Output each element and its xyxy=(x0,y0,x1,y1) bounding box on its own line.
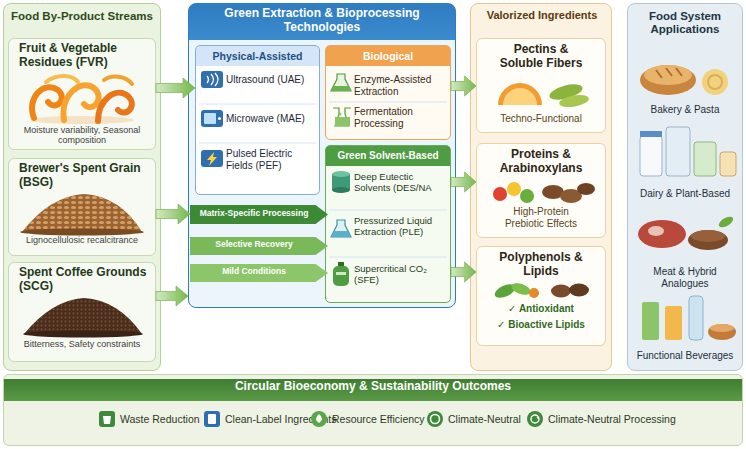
arrow-band-fill xyxy=(190,237,328,255)
column-panel: Circular Bioeconomy & Sustainability Out… xyxy=(3,374,743,446)
node-text: Climate-Neutral Processing xyxy=(548,413,708,425)
node-title: Fruit & Vegetable Residues (FVR) xyxy=(19,42,149,70)
node-text: Dairy & Plant-Based xyxy=(632,188,738,200)
node-text: ✓ Antioxidant xyxy=(481,303,601,315)
node-text: Microwave (MAE) xyxy=(226,113,316,125)
node-text: Moisture variability, Seasonal compositi… xyxy=(14,125,150,146)
node-title: Mild Conditions xyxy=(193,267,315,277)
node-text: Pulsed Electric Fields (PEF) xyxy=(226,148,316,171)
node-title: Biological xyxy=(328,50,448,62)
column-panel: Green Extraction & Bioprocessing Technol… xyxy=(188,3,456,308)
node-text: Clean-Label Ingredients xyxy=(225,413,335,425)
node-text: Bitterness, Safety constraints xyxy=(12,339,152,349)
node-title: Valorized Ingredients xyxy=(475,9,609,22)
arrow-band-fill xyxy=(190,205,328,224)
node-text: Fermentation Processing xyxy=(354,106,448,129)
node-text: Deep Eutectic Solvents (DES/NA xyxy=(354,172,448,194)
category-box: Physical-AssistedUltrasound (UAE) Microwa… xyxy=(195,45,320,195)
category-box: Green Solvent-BasedDeep Eutectic Solvent… xyxy=(325,145,451,303)
category-box: Brewer's Spent Grain (BSG) Lignocellulosi… xyxy=(8,158,156,256)
node-text: High-Protein Prebiotic Effects xyxy=(496,206,586,229)
node-title: Matrix-Specific Processing xyxy=(193,209,315,219)
category-box: Spent Coffee Grounds (SCG) Bitterness, Sa… xyxy=(8,262,156,362)
node-title: Food By-Product Streams xyxy=(8,10,156,23)
node-title: Physical-Assisted xyxy=(198,50,317,62)
node-text: Climate-Neutral xyxy=(448,413,548,425)
category-box: Polyphenols & Lipids ✓ Antioxidant ✓ Bioac… xyxy=(476,246,606,346)
category-box: Fruit & Vegetable Residues (FVR) Moisture… xyxy=(8,38,156,150)
column-panel: Food By-Product StreamsFruit & Vegetable… xyxy=(3,3,161,371)
node-text: Supercritical CO₂ (SFE) xyxy=(354,264,448,286)
node-text: Enzyme-Assisted Extraction xyxy=(354,74,448,97)
node-text: Techno-Functional xyxy=(481,113,601,125)
node-title: Polyphenols & Lipids xyxy=(491,251,591,279)
flow-arrow xyxy=(156,204,190,224)
node-text: Pressurized Liquid Extraction (PLE) xyxy=(354,216,448,238)
node-title: Spent Coffee Grounds (SCG) xyxy=(19,266,149,294)
node-title: Green Extraction & Bioprocessing Technol… xyxy=(195,7,449,35)
category-box: Pectins & Soluble FibersTechno-Functiona… xyxy=(476,38,606,133)
node-text: Functional Beverages xyxy=(632,350,738,362)
node-title: Circular Bioeconomy & Sustainability Out… xyxy=(8,380,738,394)
node-title: Green Solvent-Based xyxy=(328,150,448,162)
node-text: Resource Efficiency xyxy=(332,413,442,425)
node-title: Pectins & Soluble Fibers xyxy=(491,43,591,71)
category-box: Proteins & ArabinoxylansHigh-Protein Pre… xyxy=(476,143,606,238)
category-box: BiologicalEnzyme-Assisted ExtractionFerm… xyxy=(325,45,451,140)
node-text: Lignocellulosic recalcitrance xyxy=(12,235,152,245)
column-panel: Valorized IngredientsPectins & Soluble F… xyxy=(470,3,612,371)
node-text: Meat & Hybrid Analogues xyxy=(632,266,738,289)
node-title: Selective Recovery xyxy=(193,240,315,250)
arrow-band-fill xyxy=(190,264,328,282)
process-arrow-band: Mild Conditions xyxy=(190,264,328,282)
node-text: Waste Reduction xyxy=(120,413,230,425)
node-text: ✓ Bioactive Lipids xyxy=(481,319,601,331)
process-arrow-band: Selective Recovery xyxy=(190,237,328,255)
column-panel: Food System ApplicationsBakery & PastaDa… xyxy=(627,3,743,371)
node-title: Brewer's Spent Grain (BSG) xyxy=(19,162,149,190)
node-title: Proteins & Arabinoxylans xyxy=(491,148,591,176)
node-text: Bakery & Pasta xyxy=(632,104,738,116)
node-text: Ultrasound (UAE) xyxy=(226,74,316,86)
node-title: Food System Applications xyxy=(632,10,738,36)
process-arrow-band: Matrix-Specific Processing xyxy=(190,205,328,224)
